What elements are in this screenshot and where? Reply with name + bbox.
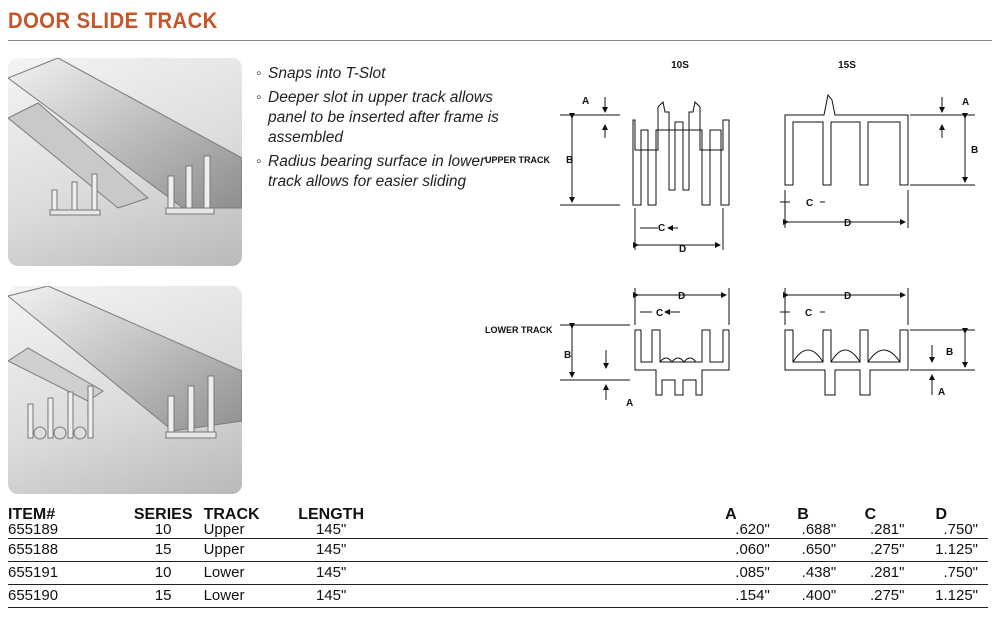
track-profile-diagrams: 10S 15S UPPER TRACK LOWER TRACK A B C D … (485, 60, 978, 409)
dim-label-b: B (566, 155, 573, 166)
dim-label-d: D (678, 291, 685, 302)
bullet-icon: ◦ (256, 153, 262, 170)
cell-b: .438" (769, 561, 837, 585)
cell-length: 145" (293, 538, 369, 562)
dim-label-d: D (679, 244, 686, 255)
cell-item: 655189 (8, 521, 59, 538)
cell-track: Upper (203, 538, 294, 562)
table-row: 655190 15 Lower 145" .154" .400" .275" 1… (8, 584, 988, 608)
cell-d: .750" (943, 521, 978, 538)
cell-length: 145" (315, 521, 347, 538)
cell-b: .650" (769, 538, 837, 562)
specification-table: ITEM# SERIES TRACK LENGTH A B C D 655189… (8, 507, 988, 608)
dim-label-b: B (564, 350, 571, 361)
feature-list: ◦Snaps into T-Slot ◦Deeper slot in upper… (256, 64, 516, 196)
column-header-track: TRACK (203, 506, 260, 523)
cell-a: .620" (735, 521, 770, 538)
cell-d: .750" (904, 561, 988, 585)
dim-label-c: C (806, 198, 813, 209)
upper-track-photo (8, 58, 242, 266)
cell-b: .400" (769, 584, 837, 608)
cell-track: Lower (203, 584, 294, 608)
cell-series: 10 (122, 561, 204, 585)
cell-c: .275" (836, 584, 905, 608)
cell-spacer (368, 584, 693, 608)
dim-label-a: A (962, 97, 969, 108)
cell-track: Upper (203, 521, 245, 538)
dim-label-c: C (805, 308, 812, 319)
cell-c: .281" (836, 561, 905, 585)
cell-series: 15 (122, 538, 204, 562)
cell-item: 655190 (8, 584, 123, 608)
dim-label-a: A (938, 387, 945, 398)
row-label-upper-track: UPPER TRACK (485, 155, 551, 165)
feature-item: ◦Snaps into T-Slot (256, 65, 386, 82)
dim-label-b: B (971, 145, 978, 156)
cell-c: .281" (869, 521, 905, 538)
series-label-10s: 10S (671, 60, 689, 71)
series-label-15s: 15S (838, 60, 856, 71)
cell-spacer (368, 522, 692, 539)
cell-item: 655191 (8, 561, 123, 585)
cell-length: 145" (293, 561, 369, 585)
table-header-row: ITEM# SERIES TRACK LENGTH A B C D (8, 506, 988, 523)
cell-series: 10 (154, 521, 172, 538)
column-header-length: LENGTH (298, 506, 365, 523)
column-header-b: B (797, 506, 809, 523)
dim-label-d: D (844, 218, 851, 229)
cell-spacer (368, 561, 693, 585)
column-header-d: D (935, 506, 948, 523)
feature-item: ◦Radius bearing surface in lower track a… (256, 153, 486, 190)
dim-label-c: C (656, 308, 663, 319)
table-row: 655188 15 Upper 145" .060" .650" .275" 1… (8, 538, 988, 562)
cell-a: .154" (692, 584, 770, 608)
cell-d: 1.125" (904, 584, 988, 608)
cell-a: .060" (692, 538, 770, 562)
title-divider (8, 40, 992, 41)
cell-d: 1.125" (904, 538, 988, 562)
column-spacer (368, 507, 692, 522)
bullet-icon: ◦ (256, 89, 262, 106)
dim-label-a: A (582, 96, 589, 107)
dim-label-c: C (658, 223, 665, 234)
cell-length: 145" (293, 584, 369, 608)
table-row: 655189 10 Upper 145" .620" .688" .281" .… (8, 522, 988, 539)
dim-label-b: B (946, 347, 953, 358)
cell-series: 15 (122, 584, 204, 608)
column-header-a: A (725, 506, 737, 523)
cell-a: .085" (692, 561, 770, 585)
cell-spacer (368, 538, 693, 562)
lower-track-photo (8, 286, 242, 494)
cell-c: .275" (836, 538, 905, 562)
table-row: 655191 10 Lower 145" .085" .438" .281" .… (8, 561, 988, 585)
column-header-c: C (864, 506, 877, 523)
column-header-item: ITEM# (8, 506, 56, 523)
feature-item: ◦Deeper slot in upper track allows panel… (256, 89, 499, 146)
row-label-lower-track: LOWER TRACK (485, 325, 553, 335)
bullet-icon: ◦ (256, 65, 262, 82)
column-header-series: SERIES (133, 506, 193, 523)
page-title: DOOR SLIDE TRACK (8, 8, 218, 33)
cell-b: .688" (801, 521, 837, 538)
cell-item: 655188 (8, 538, 123, 562)
cell-track: Lower (203, 561, 294, 585)
dim-label-d: D (844, 291, 851, 302)
dim-label-a: A (626, 398, 633, 409)
